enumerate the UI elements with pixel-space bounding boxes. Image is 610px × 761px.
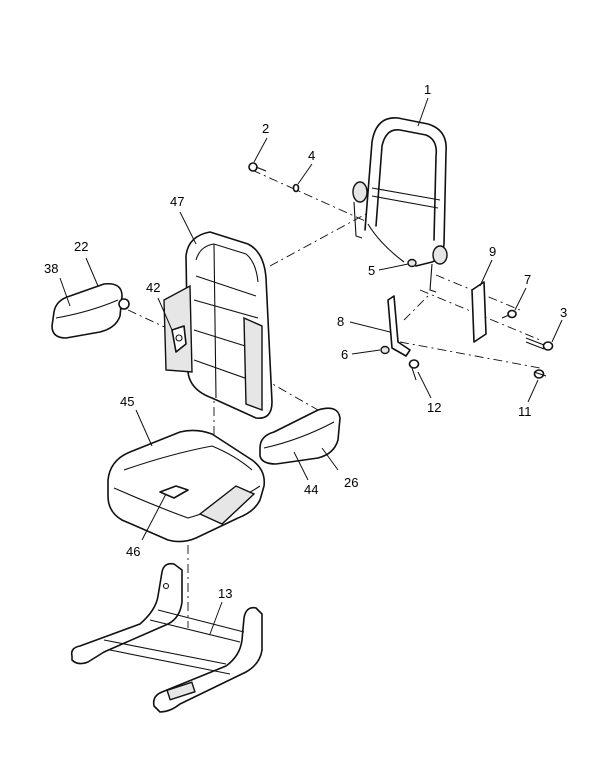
callout-5: 5 bbox=[368, 263, 375, 278]
seat-back-frame bbox=[352, 117, 448, 293]
bolt-12 bbox=[408, 359, 420, 381]
callout-6: 6 bbox=[341, 347, 348, 362]
bolt-2 bbox=[248, 162, 267, 172]
right-armrest bbox=[259, 407, 341, 465]
washer-4 bbox=[292, 183, 300, 193]
callout-11: 11 bbox=[518, 404, 532, 419]
seat-back-cushion bbox=[163, 231, 273, 419]
bolt-3 bbox=[525, 337, 554, 351]
assembly-centerlines bbox=[127, 169, 541, 628]
bolt-11 bbox=[533, 369, 547, 379]
callout-38: 38 bbox=[44, 261, 58, 276]
mounting-plate bbox=[471, 281, 487, 343]
nut-5 bbox=[407, 258, 417, 268]
callout-13: 13 bbox=[218, 586, 232, 601]
callout-42: 42 bbox=[146, 280, 160, 295]
hardware bbox=[248, 162, 554, 381]
callout-2: 2 bbox=[262, 121, 269, 136]
callout-12: 12 bbox=[427, 400, 441, 415]
callout-3: 3 bbox=[560, 305, 567, 320]
callout-26: 26 bbox=[344, 475, 358, 490]
callout-1: 1 bbox=[424, 82, 431, 97]
callout-9: 9 bbox=[489, 244, 496, 259]
leader-lines bbox=[59, 97, 563, 635]
callout-46: 46 bbox=[126, 544, 140, 559]
back-adjust-lever bbox=[171, 325, 187, 353]
seat-riser-frame bbox=[70, 562, 263, 713]
bracket bbox=[387, 295, 411, 357]
seat-cushion bbox=[107, 429, 266, 543]
callout-8: 8 bbox=[337, 314, 344, 329]
callout-22: 22 bbox=[74, 239, 88, 254]
left-armrest bbox=[51, 282, 130, 339]
bolt-7 bbox=[501, 309, 517, 319]
nut-6 bbox=[380, 345, 390, 355]
callout-47: 47 bbox=[170, 194, 184, 209]
callout-45: 45 bbox=[120, 394, 134, 409]
callout-4: 4 bbox=[308, 148, 315, 163]
callout-labels: 1 2 3 4 5 6 7 8 9 11 12 13 22 26 38 42 4… bbox=[44, 82, 567, 601]
callout-7: 7 bbox=[524, 272, 531, 287]
callout-44: 44 bbox=[304, 482, 318, 497]
